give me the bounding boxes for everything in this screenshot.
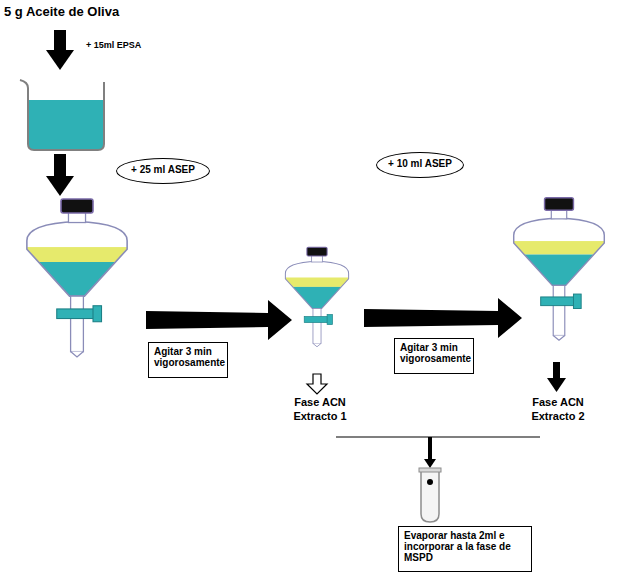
down-arrow <box>46 154 74 196</box>
node-text: Agitar 3 min vigorosamente <box>154 346 222 368</box>
node-text: + 25 ml ASEP <box>123 164 203 175</box>
hollow-arrow <box>307 374 327 394</box>
step-label: Fase ACN Extracto 1 <box>288 396 352 424</box>
step-box: Agitar 3 min vigorosamente <box>148 342 228 378</box>
step-box: Agitar 3 min vigorosamente <box>394 338 474 374</box>
down-arrow <box>424 437 436 468</box>
down-arrow <box>547 362 566 392</box>
heading: 5 g Aceite de Oliva <box>4 4 119 19</box>
node-text: Evaporar hasta 2ml e incorporar a la fas… <box>404 530 526 563</box>
node-text: Agitar 3 min vigorosamente <box>400 342 468 364</box>
step-box: Evaporar hasta 2ml e incorporar a la fas… <box>398 526 532 572</box>
process-arrow <box>364 298 522 338</box>
test-tube <box>419 468 441 522</box>
down-arrow <box>46 30 74 70</box>
step-label: Fase ACN Extracto 2 <box>526 396 590 424</box>
separatory-funnel <box>280 247 354 347</box>
reagent-ellipse: + 25 ml ASEP <box>116 158 210 184</box>
step-label: + 15ml EPSA <box>86 40 176 51</box>
reagent-ellipse: + 10 ml ASEP <box>376 152 464 178</box>
separatory-funnel <box>18 198 135 357</box>
beaker <box>20 80 104 150</box>
separatory-funnel <box>506 197 612 341</box>
node-text: + 10 ml ASEP <box>383 158 457 169</box>
process-arrow <box>146 300 292 340</box>
join-line <box>336 436 540 437</box>
